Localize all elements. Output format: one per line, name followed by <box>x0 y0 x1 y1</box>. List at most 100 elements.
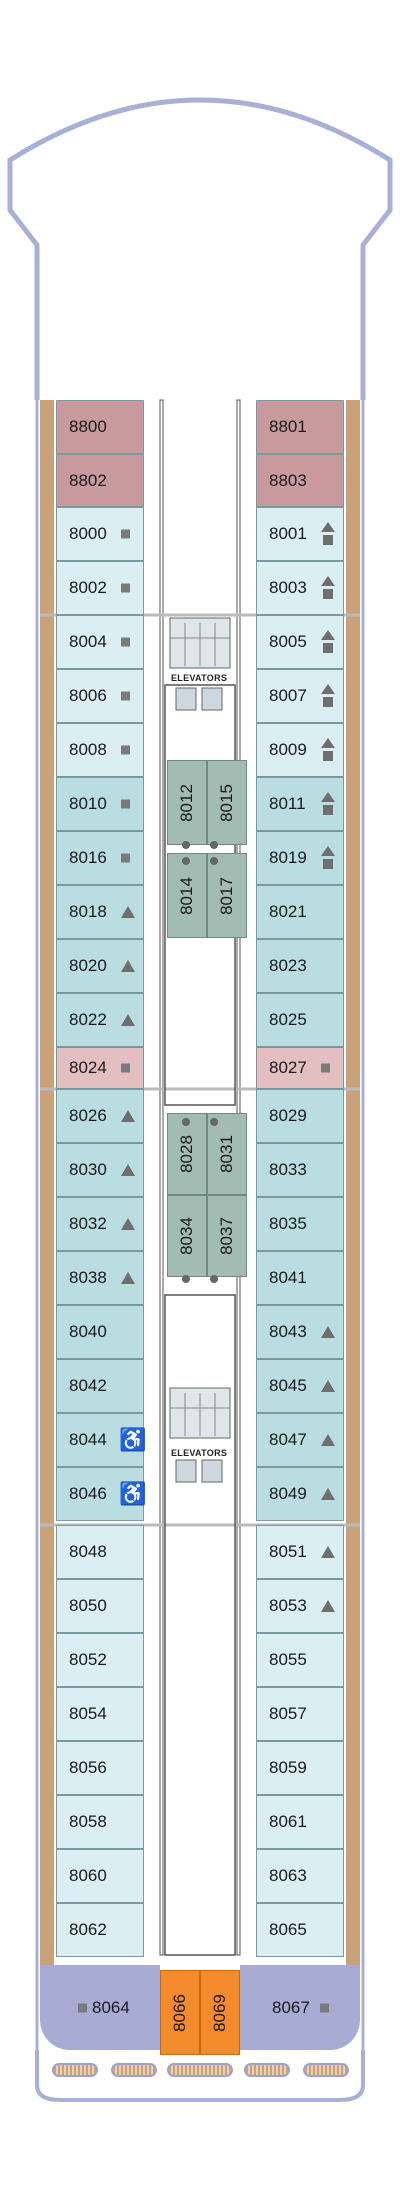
cabin-8020[interactable]: 8020 <box>56 939 144 993</box>
cabin-number: 8044 <box>69 1430 107 1449</box>
cabin-8008[interactable]: 8008 <box>56 723 144 777</box>
cabin-8011[interactable]: 8011 <box>256 777 344 831</box>
cabin-8010[interactable]: 8010 <box>56 777 144 831</box>
cabin-number: 8049 <box>269 1484 307 1503</box>
cabin-8016[interactable]: 8016 <box>56 831 144 885</box>
cabin-number: 8048 <box>69 1542 107 1561</box>
cabin-8042[interactable]: 8042 <box>56 1359 144 1413</box>
cabin-8000[interactable]: 8000 <box>56 507 144 561</box>
cabin-8030[interactable]: 8030 <box>56 1143 144 1197</box>
cabin-8031[interactable]: 8031 <box>207 1113 247 1195</box>
cabin-8003[interactable]: 8003 <box>256 561 344 615</box>
stern-lounger-3 <box>167 2063 233 2077</box>
cabin-8015[interactable]: 8015 <box>207 760 247 845</box>
cabin-number: 8007 <box>269 686 307 705</box>
cabin-8056[interactable]: 8056 <box>56 1741 144 1795</box>
cabin-8801[interactable]: 8801 <box>256 400 344 454</box>
cabin-8018[interactable]: 8018 <box>56 885 144 939</box>
cabin-number: 8034 <box>177 1217 196 1255</box>
cabin-number: 8069 <box>210 1993 229 2032</box>
cabin-8023[interactable]: 8023 <box>256 939 344 993</box>
square-icon <box>78 2003 87 2012</box>
cabin-8041[interactable]: 8041 <box>256 1251 344 1305</box>
connector-dot <box>210 841 218 849</box>
cabin-8037[interactable]: 8037 <box>207 1195 247 1277</box>
cabin-8026[interactable]: 8026 <box>56 1089 144 1143</box>
cabin-8055[interactable]: 8055 <box>256 1633 344 1687</box>
cabin-8066[interactable]: 8066 <box>160 1970 200 2055</box>
cabin-8001[interactable]: 8001 <box>256 507 344 561</box>
triangle-square-icon <box>321 792 335 816</box>
square-icon <box>121 583 130 593</box>
cabin-8027[interactable]: 8027 <box>256 1047 344 1089</box>
cabin-8048[interactable]: 8048 <box>56 1525 144 1579</box>
triangle-icon <box>321 1488 335 1500</box>
cabin-8802[interactable]: 8802 <box>56 454 144 507</box>
cabin-8045[interactable]: 8045 <box>256 1359 344 1413</box>
cabin-8035[interactable]: 8035 <box>256 1197 344 1251</box>
cabin-8049[interactable]: 8049 <box>256 1467 344 1521</box>
cabin-8069[interactable]: 8069 <box>200 1970 240 2055</box>
cabin-8054[interactable]: 8054 <box>56 1687 144 1741</box>
connector-dot <box>182 857 190 865</box>
triangle-square-icon <box>321 576 335 600</box>
cabin-number: 8015 <box>217 783 236 822</box>
cabin-8005[interactable]: 8005 <box>256 615 344 669</box>
cabin-8014[interactable]: 8014 <box>167 853 207 938</box>
cabin-8021[interactable]: 8021 <box>256 885 344 939</box>
cabin-8063[interactable]: 8063 <box>256 1849 344 1903</box>
cabin-8065[interactable]: 8065 <box>256 1903 344 1957</box>
square-icon <box>121 1063 130 1073</box>
cabin-8019[interactable]: 8019 <box>256 831 344 885</box>
cabin-8029[interactable]: 8029 <box>256 1089 344 1143</box>
square-icon <box>121 853 130 863</box>
cabin-8028[interactable]: 8028 <box>167 1113 207 1195</box>
cabin-8004[interactable]: 8004 <box>56 615 144 669</box>
cabin-8046[interactable]: 8046♿ <box>56 1467 146 1521</box>
cabin-8022[interactable]: 8022 <box>56 993 144 1047</box>
cabin-8060[interactable]: 8060 <box>56 1849 144 1903</box>
cabin-number: 8046 <box>69 1484 107 1503</box>
cabin-8800[interactable]: 8800 <box>56 400 144 454</box>
cabin-number: 8054 <box>69 1704 107 1723</box>
cabin-number: 8065 <box>269 1920 307 1939</box>
cabin-number: 8012 <box>177 783 196 822</box>
cabin-number: 8050 <box>69 1596 107 1615</box>
cabin-8025[interactable]: 8025 <box>256 993 344 1047</box>
cabin-8009[interactable]: 8009 <box>256 723 344 777</box>
square-icon <box>320 2003 329 2012</box>
cabin-8057[interactable]: 8057 <box>256 1687 344 1741</box>
cabin-number: 8056 <box>69 1758 107 1777</box>
cabin-8017[interactable]: 8017 <box>207 853 247 938</box>
cabin-8052[interactable]: 8052 <box>56 1633 144 1687</box>
cabin-8044[interactable]: 8044 ♿ <box>56 1413 147 1467</box>
cabin-8034[interactable]: 8034 <box>167 1195 207 1277</box>
cabin-8002[interactable]: 8002 <box>56 561 144 615</box>
cabin-8050[interactable]: 8050 <box>56 1579 144 1633</box>
cabin-number: 8029 <box>269 1106 307 1125</box>
wheelchair-icon: ♿ <box>119 1427 147 1452</box>
cabin-8059[interactable]: 8059 <box>256 1741 344 1795</box>
cabin-8062[interactable]: 8062 <box>56 1903 144 1957</box>
cabin-8053[interactable]: 8053 <box>256 1579 344 1633</box>
cabin-8024[interactable]: 8024 <box>56 1047 144 1089</box>
cabin-8043[interactable]: 8043 <box>256 1305 344 1359</box>
cabin-number: 8803 <box>269 470 307 490</box>
cabin-8058[interactable]: 8058 <box>56 1795 144 1849</box>
connector-dot <box>182 1118 190 1126</box>
cabin-8007[interactable]: 8007 <box>256 669 344 723</box>
cabin-8051[interactable]: 8051 <box>256 1525 344 1579</box>
connector-dot <box>210 857 218 865</box>
cabin-8803[interactable]: 8803 <box>256 454 344 507</box>
cabin-8032[interactable]: 8032 <box>56 1197 144 1251</box>
cabin-8040[interactable]: 8040 <box>56 1305 144 1359</box>
cabin-8038[interactable]: 8038 <box>56 1251 144 1305</box>
cabin-8006[interactable]: 8006 <box>56 669 144 723</box>
balcony-strip-right <box>346 400 360 1965</box>
cabin-8047[interactable]: 8047 <box>256 1413 344 1467</box>
cabin-8033[interactable]: 8033 <box>256 1143 344 1197</box>
cabin-8012[interactable]: 8012 <box>167 760 207 845</box>
cabin-8064[interactable]: 8064 <box>40 1965 160 2050</box>
cabin-8061[interactable]: 8061 <box>256 1795 344 1849</box>
cabin-8067[interactable]: 8067 <box>240 1965 360 2050</box>
